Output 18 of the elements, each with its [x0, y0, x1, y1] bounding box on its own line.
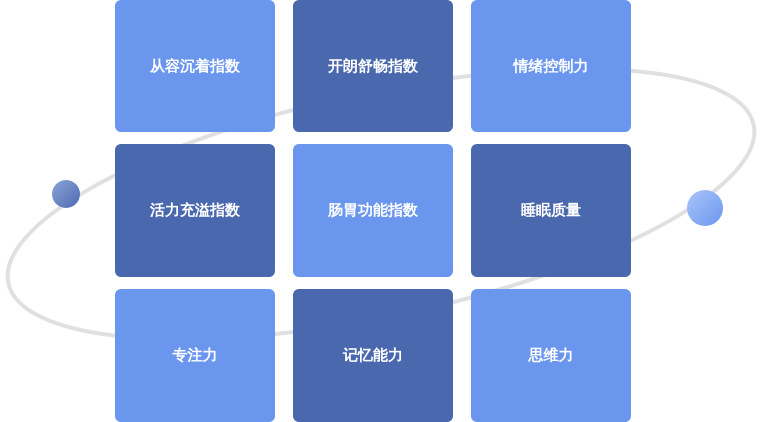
card-label: 情绪控制力 [514, 56, 588, 76]
card-label: 记忆能力 [343, 346, 403, 365]
index-card [115, 0, 275, 132]
card-label: 从容沉着指数 [150, 56, 240, 76]
card-label: 肠胃功能指数 [328, 201, 418, 220]
index-card [293, 144, 453, 277]
index-card [471, 144, 631, 277]
index-card [115, 289, 275, 422]
index-card [471, 0, 631, 132]
index-card [293, 0, 453, 132]
index-card [115, 144, 275, 277]
index-card [471, 289, 631, 422]
card-label: 活力充溢指数 [150, 201, 240, 220]
card-label: 睡眠质量 [521, 201, 581, 220]
index-card [293, 289, 453, 422]
card-label: 开朗舒畅指数 [328, 56, 418, 76]
card-label: 思维力 [528, 346, 574, 365]
card-label: 专注力 [172, 346, 218, 365]
